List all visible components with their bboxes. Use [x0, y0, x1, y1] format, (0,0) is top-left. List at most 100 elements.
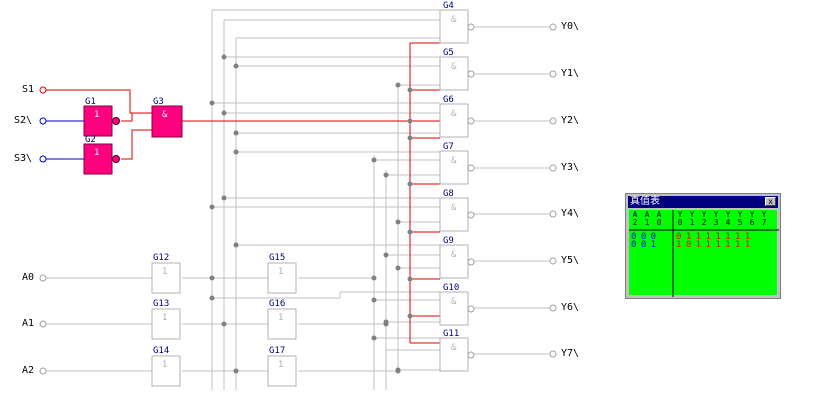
truth-table-row-outputs: 1 0 1 1 1 1 1 1 [676, 240, 751, 250]
a2-terminal[interactable] [39, 367, 47, 375]
and-gates: G4&G5&G6&G7&G8&G9&G10&G11& [439, 1, 475, 372]
gate-g2[interactable]: G2 1 [83, 135, 120, 175]
y7-terminal[interactable] [549, 350, 557, 358]
active-wires [46, 42, 440, 344]
y4-label: Y4\ [561, 208, 580, 219]
junction-node [407, 118, 413, 124]
junction-node [221, 321, 227, 327]
gate-g15-label: G15 [269, 253, 285, 263]
junction-node [233, 149, 239, 155]
junction-node [209, 295, 215, 301]
junction-node [371, 157, 377, 163]
y4-terminal[interactable] [549, 210, 557, 218]
gate-g14-label: G14 [153, 346, 169, 356]
gate-g8[interactable]: G8 & [439, 189, 475, 232]
gate-g12[interactable]: G12 1 [151, 253, 181, 294]
junction-node [221, 195, 227, 201]
gate-g2-label: G2 [85, 135, 96, 145]
y3-label: Y3\ [561, 162, 580, 173]
truth-table-row-outputs: 0 1 1 1 1 1 1 1 [676, 232, 751, 242]
gate-g4-label: G4 [443, 1, 454, 11]
gate-g16[interactable]: G16 1 [267, 299, 297, 340]
gate-g17-symbol: 1 [278, 360, 283, 370]
gate-g16-symbol: 1 [278, 313, 283, 323]
gate-g10[interactable]: G10 & [439, 283, 475, 326]
s3-terminal[interactable] [39, 155, 47, 163]
s-input-wires [46, 120, 84, 160]
gate-g6-label: G6 [443, 95, 454, 105]
y5-terminal[interactable] [549, 257, 557, 265]
y1-terminal[interactable] [549, 70, 557, 78]
y6-terminal[interactable] [549, 304, 557, 312]
junction-node [395, 82, 401, 88]
junction-node [383, 321, 389, 327]
y3-terminal[interactable] [549, 164, 557, 172]
wire-junctions [209, 54, 413, 374]
gate-g3[interactable]: G3 & [151, 97, 183, 138]
gate-g9[interactable]: G9& [439, 236, 475, 279]
gate-g14[interactable]: G14 1 [151, 346, 181, 387]
gate-g5-label: G5 [443, 48, 454, 58]
junction-node [233, 368, 239, 374]
s3-label: S3\ [14, 153, 33, 164]
gate-g11-symbol: & [451, 343, 457, 353]
junction-node [395, 219, 401, 225]
close-icon[interactable]: x [765, 197, 776, 206]
a1-terminal[interactable] [39, 320, 47, 328]
gate-g7[interactable]: G7 & [439, 142, 475, 185]
junction-node [407, 87, 413, 93]
y6-label: Y6\ [561, 302, 580, 313]
gate-g17[interactable]: G17 1 [267, 346, 297, 387]
y0-label: Y0\ [561, 21, 580, 32]
a0-terminal[interactable] [39, 274, 47, 282]
gate-g6[interactable]: G6& [439, 95, 475, 138]
gate-g12-label: G12 [153, 253, 169, 263]
gate-g4[interactable]: G4& [439, 1, 475, 44]
gate-g1[interactable]: G1 1 [83, 97, 120, 137]
s1-label: S1 [22, 84, 35, 95]
junction-node [233, 130, 239, 136]
gate-g9-symbol: & [451, 250, 457, 260]
gate-g14-symbol: 1 [162, 360, 167, 370]
gate-g8-label: G8 [443, 189, 454, 199]
s1-terminal[interactable] [39, 86, 47, 94]
junction-node [233, 242, 239, 248]
gate-g16-label: G16 [269, 299, 285, 309]
input-terminals[interactable] [39, 86, 47, 375]
gate-g13[interactable]: G13 1 [151, 299, 181, 340]
gate-g10-symbol: & [451, 297, 457, 307]
junction-node [395, 368, 401, 374]
junction-node [395, 265, 401, 271]
y0-terminal[interactable] [549, 23, 557, 31]
gate-g11[interactable]: G11& [439, 329, 475, 372]
gate-g8-symbol: & [451, 203, 457, 213]
gate-g1-symbol: 1 [94, 110, 99, 120]
gate-g5[interactable]: G5& [439, 48, 475, 91]
junction-node [371, 275, 377, 281]
gate-g7-symbol: & [451, 156, 457, 166]
gate-g3-label: G3 [153, 97, 164, 107]
y2-terminal[interactable] [549, 117, 557, 125]
truth-table-row-inputs: 0 0 1 [631, 240, 657, 250]
gate-g2-symbol: 1 [94, 148, 99, 158]
gate-g7-label: G7 [443, 142, 454, 152]
junction-node [221, 110, 227, 116]
junction-node [209, 275, 215, 281]
gate-g10-label: G10 [443, 283, 459, 293]
s2-terminal[interactable] [39, 117, 47, 125]
y2-label: Y2\ [561, 115, 580, 126]
gate-g15[interactable]: G15 1 [267, 253, 297, 294]
a2-label: A2 [22, 365, 35, 376]
truth-table-grid [629, 210, 779, 297]
